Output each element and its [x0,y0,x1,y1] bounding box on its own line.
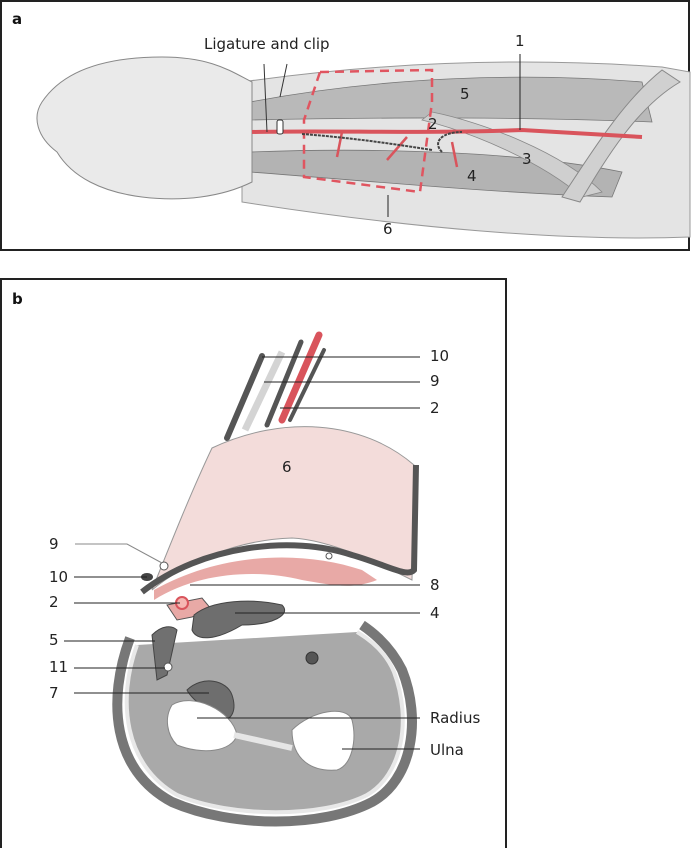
ligature-clip-label: Ligature and clip [204,35,330,53]
vessel-ulnar [305,651,319,665]
interosseous-membrane [233,732,293,751]
callout-b-2-left: 2 [49,593,59,611]
hand [36,56,253,200]
callout-b-9-left: 9 [49,535,59,553]
callout-a-4: 4 [467,167,477,185]
vessel-white-outline [241,350,286,432]
bone-ulna [291,710,355,771]
callout-b-10: 10 [430,347,450,365]
radial-artery-1 [251,127,643,139]
callout-b-radius: Radius [430,709,481,727]
vessel-white [242,350,285,432]
vein-2 [301,131,463,153]
flap-vessel-9 [159,561,169,571]
vessel-dark-right [264,339,304,428]
nerve-11 [163,662,173,672]
bone-radius [166,700,238,752]
panel-b: b [0,278,507,848]
forearm-skin-ring [112,620,417,827]
callout-b-8: 8 [430,576,440,594]
flap-vessel-small [325,552,333,560]
callout-b-6: 6 [282,458,292,476]
muscle-4 [191,600,285,639]
ligature [263,63,288,133]
callout-line-b-9l [75,543,163,564]
forearm-illustration [36,54,691,239]
muscle-5 [249,76,653,123]
callout-a-6: 6 [383,220,393,238]
flap-underside [154,557,377,600]
callout-a-5: 5 [460,85,470,103]
callout-b-ulna: Ulna [430,741,464,759]
fascia-flap-6 [151,426,415,591]
callout-a-1: 1 [515,32,525,50]
flap-outline-6 [302,68,434,194]
artery-branch [335,131,459,168]
callout-b-11: 11 [49,658,69,676]
callout-b-7: 7 [49,684,59,702]
panel-a: a Ligature and clip 1 2 3 4 5 6 [0,0,691,251]
callout-b-4: 4 [430,604,440,622]
callout-b-9: 9 [430,372,440,390]
vessel-dark-left [224,353,265,441]
panel-label-b: b [12,290,23,308]
callout-b-2: 2 [430,399,440,417]
vessel-artery [278,331,323,424]
callout-b-5: 5 [49,631,59,649]
callout-a-2: 2 [428,115,438,133]
callout-a-3: 3 [522,150,532,168]
cross-section-illustration [64,331,420,827]
panel-label-a: a [12,10,23,28]
callout-b-10-left: 10 [49,568,69,586]
clip [276,119,284,135]
flap-edge [140,464,419,595]
